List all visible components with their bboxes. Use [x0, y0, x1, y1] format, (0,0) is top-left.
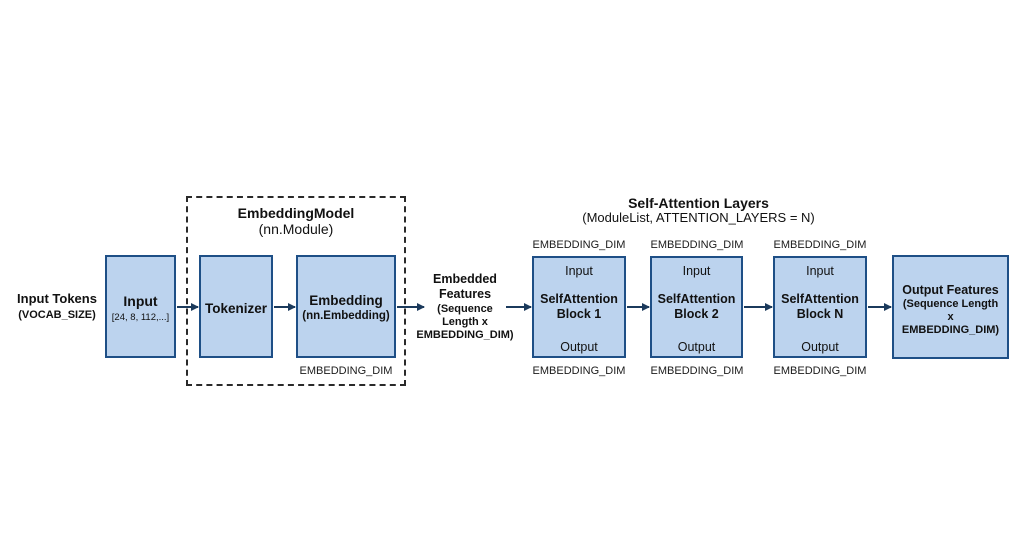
block-1-title-2: Block 1: [556, 307, 602, 321]
output-features-title: Output Features: [902, 283, 999, 297]
tokenizer-box: Tokenizer: [199, 255, 273, 358]
block-n-title-1: SelfAttention: [781, 292, 859, 306]
block-1-input: Input: [565, 264, 593, 278]
input-tokens-title: Input Tokens: [17, 291, 97, 306]
self-attention-block-n: Input SelfAttention Block N Output: [773, 256, 867, 358]
input-box: Input [24, 8, 112,...]: [105, 255, 176, 358]
self-attention-block-2: Input SelfAttention Block 2 Output: [650, 256, 743, 358]
input-box-values: [24, 8, 112,...]: [111, 312, 170, 323]
block-2-bottom-dim: EMBEDDING_DIM: [650, 365, 744, 377]
block-2-input: Input: [682, 264, 711, 278]
embedded-features-sub-3: EMBEDDING_DIM): [416, 329, 514, 341]
tokenizer-label: Tokenizer: [204, 301, 267, 316]
embedding-box: Embedding (nn.Embedding): [296, 255, 396, 358]
block-1-title-1: SelfAttention: [540, 292, 618, 306]
block-n-top-dim: EMBEDDING_DIM: [773, 239, 867, 251]
output-features-sub-1: (Sequence Length: [902, 298, 999, 310]
embedding-subtitle: (nn.Embedding): [302, 310, 390, 322]
block-n-title-2: Block N: [796, 307, 844, 321]
embedding-title: Embedding: [309, 293, 383, 308]
block-2-output: Output: [677, 340, 716, 354]
embedding-model-subtitle: (nn.Module): [258, 221, 334, 237]
input-box-title: Input: [123, 293, 158, 309]
block-n-output: Output: [801, 340, 839, 354]
input-tokens-subtitle: (VOCAB_SIZE): [18, 309, 96, 321]
block-1-output: Output: [560, 340, 598, 354]
block-1-top-dim: EMBEDDING_DIM: [532, 239, 626, 251]
self-attention-block-1: Input SelfAttention Block 1 Output: [532, 256, 626, 358]
embedded-features-sub-1: (Sequence: [437, 303, 493, 315]
embedded-features-sub-2: Length x: [442, 316, 488, 328]
block-1-bottom-dim: EMBEDDING_DIM: [532, 365, 626, 377]
block-2-title-1: SelfAttention: [657, 292, 736, 306]
self-attention-subtitle: (ModuleList, ATTENTION_LAYERS = N): [582, 210, 815, 225]
output-features-sub-3: EMBEDDING_DIM): [901, 324, 1000, 336]
output-features-box: Output Features (Sequence Length x EMBED…: [892, 255, 1009, 359]
embedded-features-title-2: Features: [438, 287, 492, 301]
self-attention-title: Self-Attention Layers: [628, 195, 769, 211]
embedding-model-title: EmbeddingModel: [237, 205, 355, 221]
block-2-title-2: Block 2: [674, 307, 719, 321]
block-2-top-dim: EMBEDDING_DIM: [650, 239, 744, 251]
output-features-sub-2: x: [947, 311, 954, 323]
embedded-features-title-1: Embedded: [433, 272, 497, 286]
block-n-input: Input: [806, 264, 834, 278]
embedding-dim-label: EMBEDDING_DIM: [299, 365, 393, 377]
block-n-bottom-dim: EMBEDDING_DIM: [773, 365, 867, 377]
embedding-model-container: [186, 196, 406, 386]
